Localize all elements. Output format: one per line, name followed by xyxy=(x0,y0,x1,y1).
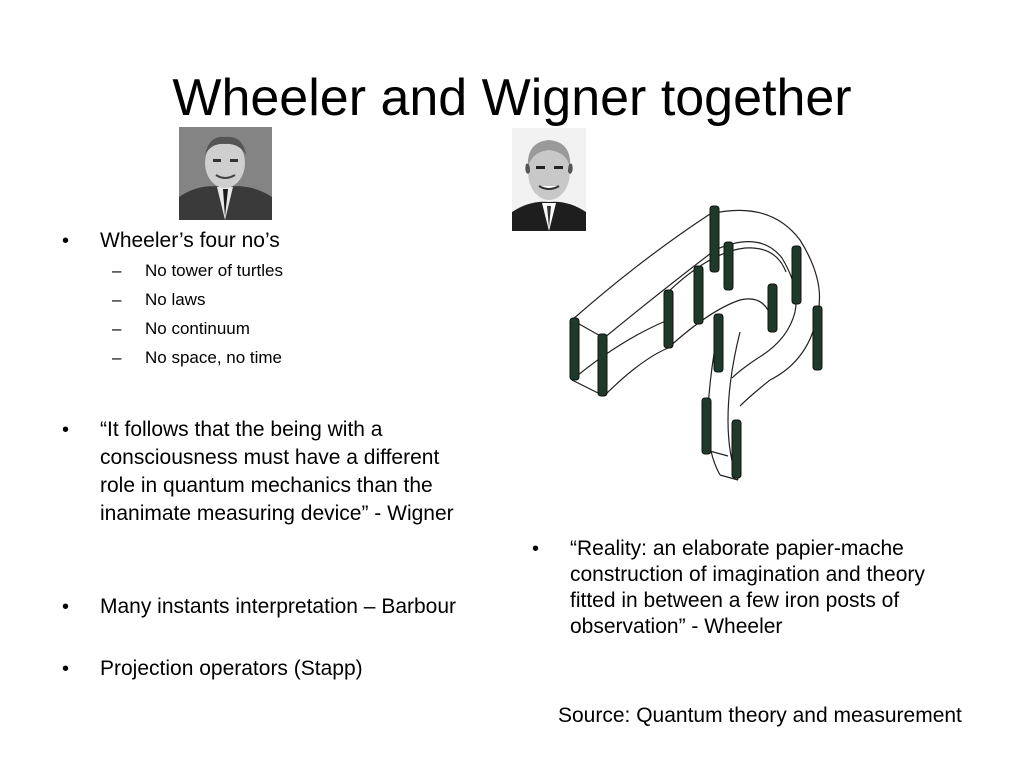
source-citation: Source: Quantum theory and measurement xyxy=(558,704,962,727)
bullet-marker: • xyxy=(62,596,70,618)
bullet-wheelers-four-nos: • Wheeler’s four no’s xyxy=(60,227,500,255)
dash-marker: – xyxy=(112,290,122,309)
sub-bullet-text: No space, no time xyxy=(145,348,283,367)
sub-bullet-item: – No tower of turtles xyxy=(60,256,500,285)
bullet-text: Projection operators (Stapp) xyxy=(100,657,363,680)
wheeler-quote-list: • “Reality: an elaborate papier-mache co… xyxy=(530,536,970,640)
sub-bullet-item: – No space, no time xyxy=(60,343,500,372)
barbour-list: • Many instants interpretation – Barbour xyxy=(60,593,480,621)
bullet-marker: • xyxy=(62,658,70,680)
bullet-marker: • xyxy=(532,538,540,560)
wigner-quote-list: • “It follows that the being with a cons… xyxy=(60,416,480,528)
slide-title: Wheeler and Wigner together xyxy=(172,69,852,127)
sub-bullet-item: – No continuum xyxy=(60,314,500,343)
papier-mache-question-mark-figure xyxy=(560,200,840,495)
dash-marker: – xyxy=(112,319,122,338)
wheeler-portrait xyxy=(179,127,272,220)
sub-bullet-text: No laws xyxy=(145,290,206,309)
sub-bullet-text: No continuum xyxy=(145,319,250,338)
dash-marker: – xyxy=(112,261,122,280)
bullet-text: Wheeler’s four no’s xyxy=(100,229,280,252)
bullet-wigner-quote: • “It follows that the being with a cons… xyxy=(60,416,480,528)
bullet-marker: • xyxy=(62,230,70,252)
left-bullet-list: • Wheeler’s four no’s xyxy=(60,227,500,255)
bullet-wheeler-quote: • “Reality: an elaborate papier-mache co… xyxy=(530,536,970,640)
stapp-list: • Projection operators (Stapp) xyxy=(60,655,480,683)
sub-bullet-item: – No laws xyxy=(60,285,500,314)
bullet-text: “It follows that the being with a consci… xyxy=(100,418,454,525)
bullet-many-instants: • Many instants interpretation – Barbour xyxy=(60,593,480,621)
sub-bullet-text: No tower of turtles xyxy=(145,261,283,280)
dash-marker: – xyxy=(112,348,122,367)
sub-bullet-list: – No tower of turtles – No laws – No con… xyxy=(60,256,500,372)
bullet-marker: • xyxy=(62,419,70,441)
bullet-projection-operators: • Projection operators (Stapp) xyxy=(60,655,480,683)
bullet-text: Many instants interpretation – Barbour xyxy=(100,595,457,618)
wigner-portrait xyxy=(512,128,586,231)
bullet-text: “Reality: an elaborate papier-mache cons… xyxy=(570,537,925,638)
